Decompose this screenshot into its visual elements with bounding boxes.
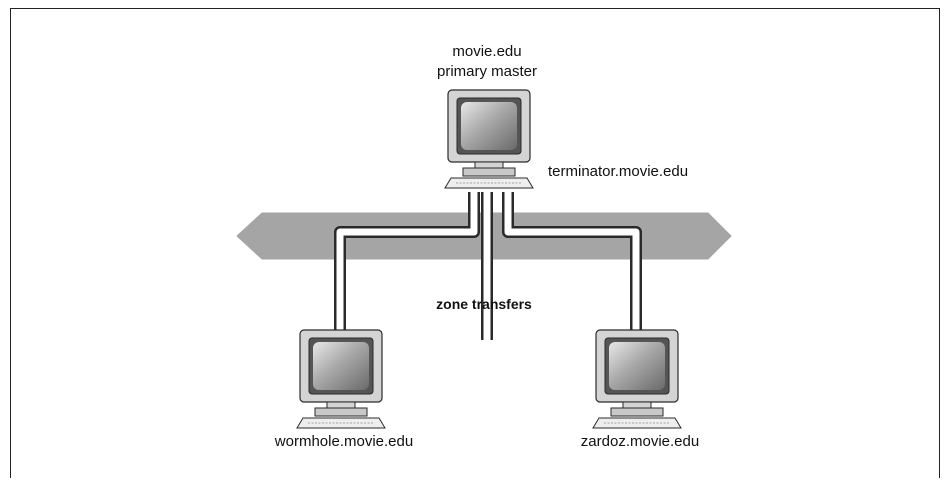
- zone-transfers-label: zone transfers: [436, 296, 532, 312]
- wormhole-computer-icon: [296, 329, 386, 429]
- primary-master-computer-icon: [444, 89, 534, 189]
- figure-frame: [10, 8, 940, 478]
- primary-zone-label: movie.edu: [452, 43, 522, 60]
- transfer-paths: [334, 192, 642, 340]
- zardoz-host-label: zardoz.movie.edu: [580, 433, 700, 450]
- primary-host-label: terminator.movie.edu: [548, 163, 689, 180]
- zardoz-computer-icon: [592, 329, 682, 429]
- wormhole-host-label: wormhole.movie.edu: [274, 433, 414, 450]
- primary-role-label: primary master: [436, 63, 538, 80]
